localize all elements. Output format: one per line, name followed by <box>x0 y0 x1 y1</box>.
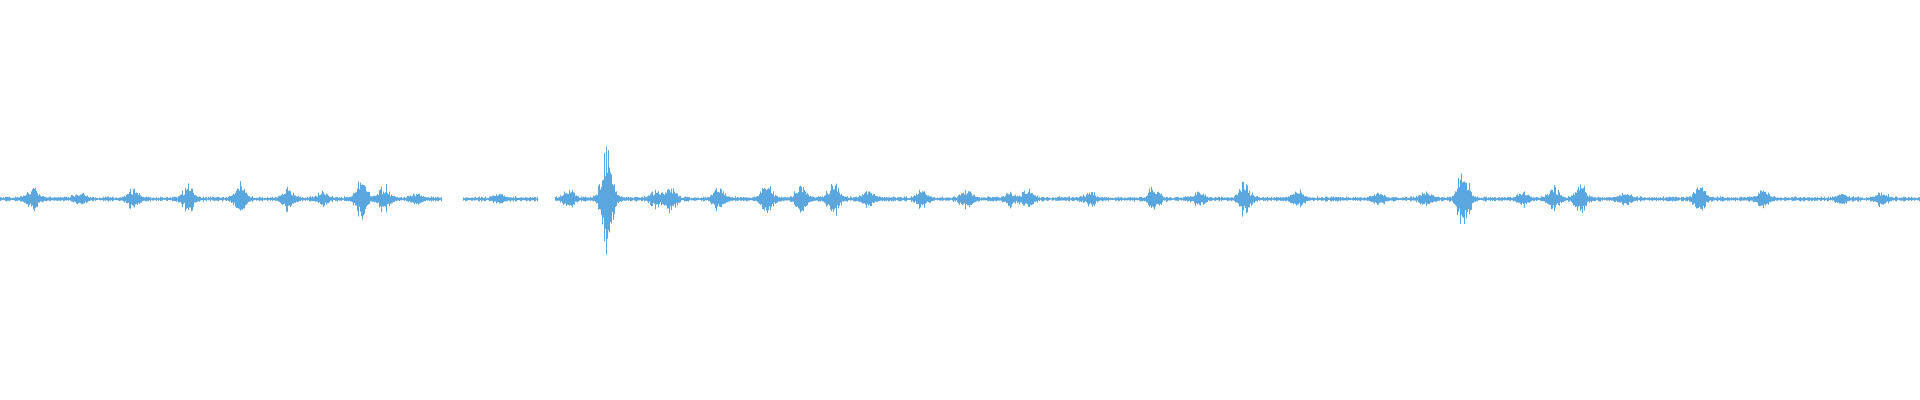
waveform-trace <box>0 146 1920 255</box>
